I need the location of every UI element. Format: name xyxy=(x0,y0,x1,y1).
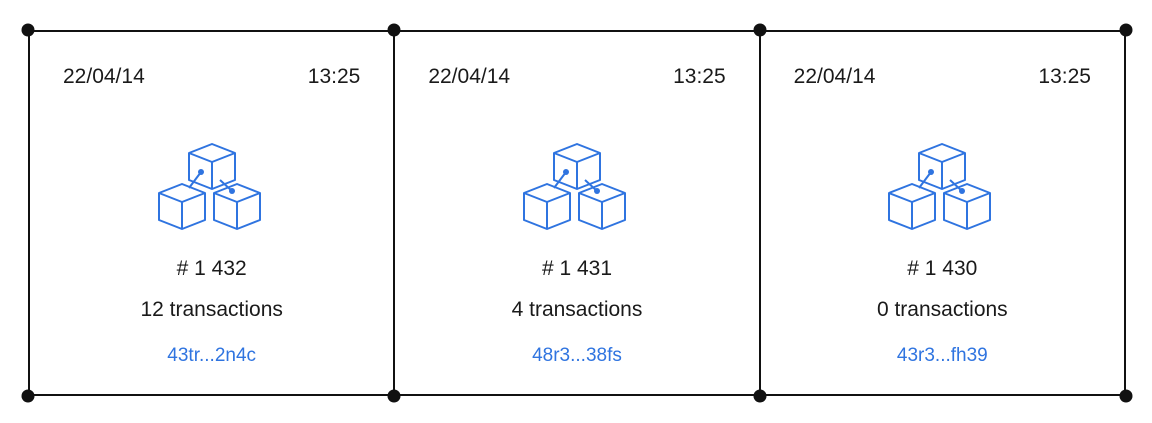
block-height: # 1 432 xyxy=(176,257,247,280)
block-time: 13:25 xyxy=(673,65,726,88)
block-card-1432[interactable]: 22/04/14 13:25 # 1 432 12 transactions 4… xyxy=(30,32,393,394)
block-card-1431[interactable]: 22/04/14 13:25 # 1 431 4 transactions 48… xyxy=(393,32,758,394)
transaction-count: 0 transactions xyxy=(876,298,1008,321)
corner-dot xyxy=(753,389,767,403)
block-strip: 22/04/14 13:25 # 1 432 12 transactions 4… xyxy=(28,30,1126,396)
block-hash-link[interactable]: 43r3...fh39 xyxy=(896,345,988,366)
blocks-cubes-icon xyxy=(522,143,626,230)
block-hash-link[interactable]: 48r3...38fs xyxy=(532,345,622,366)
block-date: 22/04/14 xyxy=(428,65,511,88)
block-card-1430[interactable]: 22/04/14 13:25 # 1 430 0 transactions 43… xyxy=(758,32,1124,394)
block-height: # 1 430 xyxy=(907,257,978,280)
corner-dot xyxy=(21,23,35,37)
block-time: 13:25 xyxy=(1038,65,1091,88)
corner-dot xyxy=(1119,23,1133,37)
block-time: 13:25 xyxy=(307,65,361,88)
block-hash-link[interactable]: 43tr...2n4c xyxy=(167,345,257,366)
corner-dot xyxy=(387,23,401,37)
block-date: 22/04/14 xyxy=(793,65,876,88)
corner-dot xyxy=(1119,389,1133,403)
transaction-count: 12 transactions xyxy=(140,298,283,321)
blocks-cubes-icon xyxy=(157,143,261,230)
block-date: 22/04/14 xyxy=(63,65,145,88)
blocks-cubes-icon xyxy=(888,143,992,230)
corner-dot xyxy=(21,389,35,403)
transaction-count: 4 transactions xyxy=(511,298,643,321)
block-height: # 1 431 xyxy=(541,257,613,280)
corner-dot xyxy=(387,389,401,403)
corner-dot xyxy=(753,23,767,37)
